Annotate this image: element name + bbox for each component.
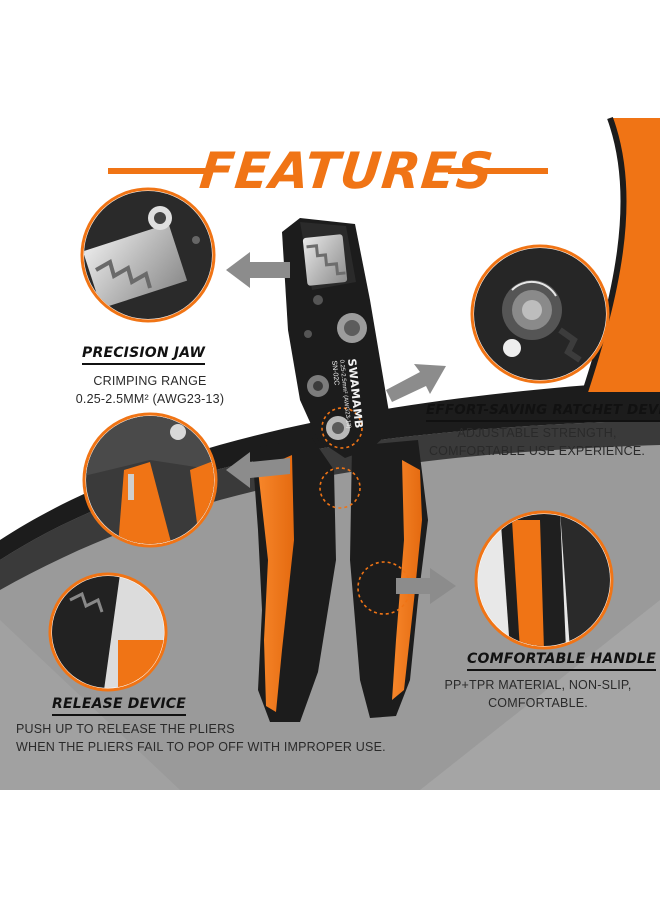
desc-line: ADJUSTABLE STRENGTH, [457, 426, 617, 440]
title-underline [52, 714, 187, 716]
feature-title-ratchet-device: EFFORT-SAVING RATCHET DEVICE [426, 402, 660, 422]
desc-line: WHEN THE PLIERS FAIL TO POP OFF WITH IMP… [16, 740, 386, 754]
desc-line: CRIMPING RANGE [93, 374, 207, 388]
release-lever-detail-image [82, 412, 218, 548]
desc-line: COMFORTABLE USE EXPERIENCE. [428, 444, 646, 458]
feature-desc-comfortable-handle: PP+TPR MATERIAL, NON-SLIP, COMFORTABLE. [440, 676, 636, 712]
feature-title-text: RELEASE DEVICE [52, 696, 187, 712]
page-title: FEATURES [196, 142, 497, 200]
feature-title-text: COMFORTABLE HANDLE [467, 651, 657, 667]
title-line-left [108, 168, 210, 174]
feature-desc-release-device: PUSH UP TO RELEASE THE PLIERS WHEN THE P… [16, 720, 416, 756]
feature-title-comfortable-handle: COMFORTABLE HANDLE [467, 651, 657, 671]
title-underline [467, 669, 657, 671]
pointer-arrows [226, 252, 456, 604]
release-device-detail-image [48, 572, 168, 692]
title-underline [82, 363, 206, 365]
handle-detail-image [474, 510, 614, 650]
feature-title-text: PRECISION JAW [82, 345, 206, 361]
crimping-pliers [252, 218, 428, 722]
title-underline [426, 420, 660, 422]
title-row: FEATURES [0, 140, 660, 210]
precision-jaw-detail-image [80, 187, 216, 323]
feature-desc-precision-jaw: CRIMPING RANGE 0.25-2.5MM² (AWG23-13) [60, 372, 240, 408]
desc-line: PP+TPR MATERIAL, NON-SLIP, [444, 678, 632, 692]
feature-title-precision-jaw: PRECISION JAW [82, 345, 206, 365]
desc-line: 0.25-2.5MM² (AWG23-13) [75, 392, 225, 406]
feature-title-text: EFFORT-SAVING RATCHET DEVICE [426, 402, 660, 418]
tool-engraving: SWAMAMB 0.25-2.5mm² (AWG23-13) SN-02C [288, 358, 367, 455]
feature-title-release-device: RELEASE DEVICE [52, 696, 187, 716]
feature-desc-ratchet-device: ADJUSTABLE STRENGTH, COMFORTABLE USE EXP… [426, 424, 648, 460]
desc-line: PUSH UP TO RELEASE THE PLIERS [16, 722, 235, 736]
desc-line: COMFORTABLE. [488, 696, 588, 710]
ratchet-detail-image [470, 244, 610, 384]
title-line-right [448, 168, 548, 174]
